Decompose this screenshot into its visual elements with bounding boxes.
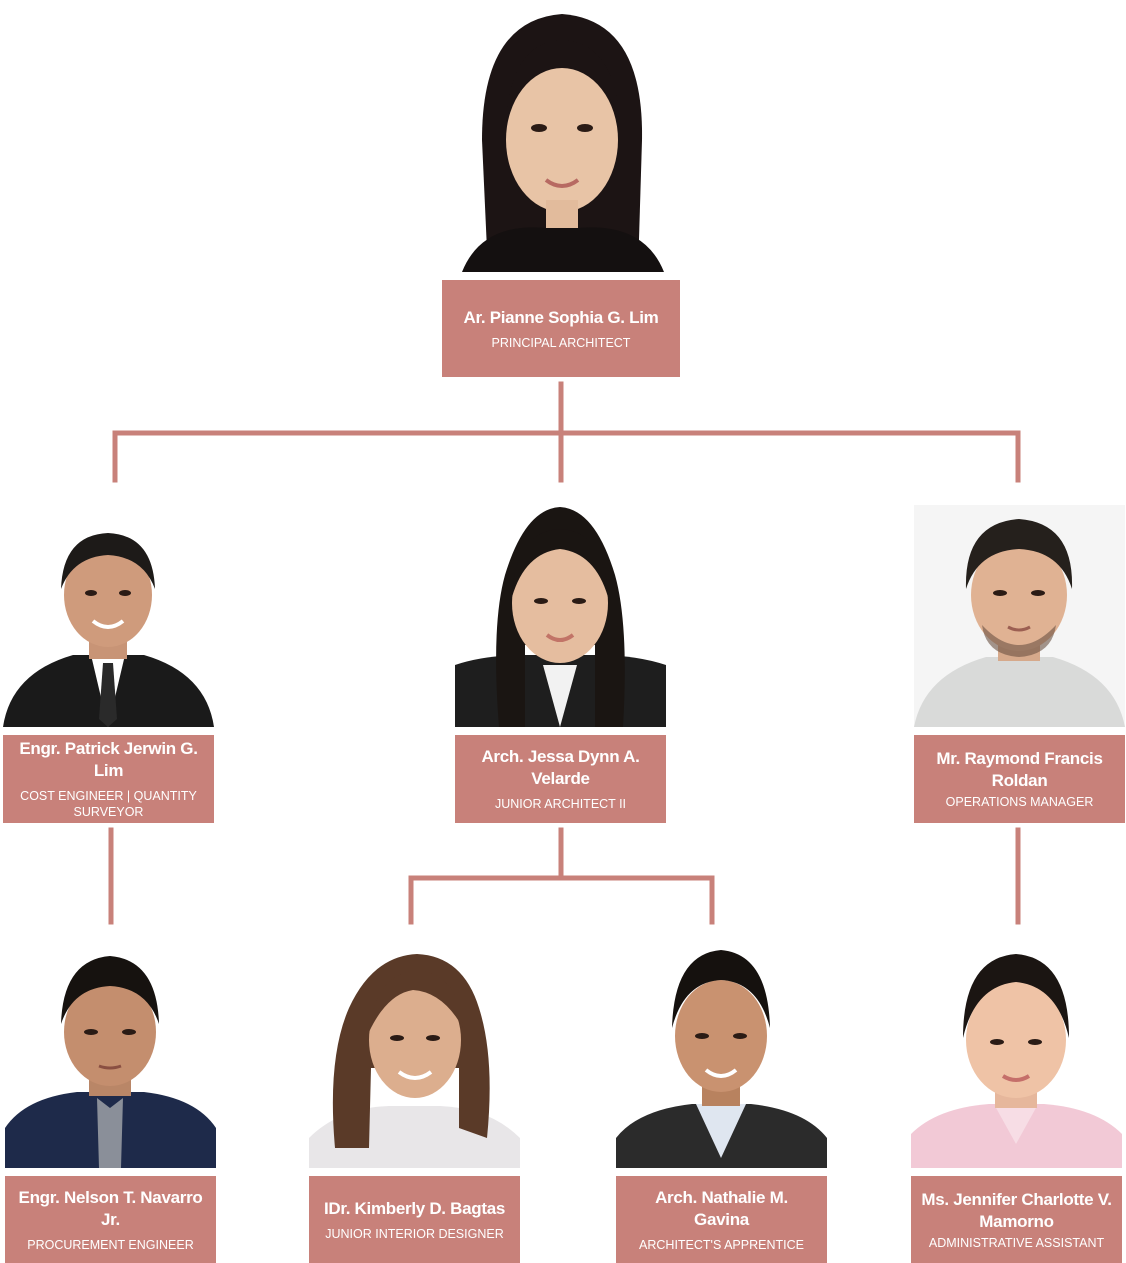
org-node-jessa: Arch. Jessa Dynn A. Velarde JUNIOR ARCHI… — [455, 505, 666, 823]
org-node-jennifer: Ms. Jennifer Charlotte V. Mamorno ADMINI… — [911, 948, 1122, 1263]
org-node-patrick: Engr. Patrick Jerwin G. Lim COST ENGINEE… — [3, 505, 214, 823]
person-name: Engr. Nelson T. Navarro Jr. — [18, 1187, 203, 1229]
person-card: Arch. Nathalie M. Gavina ARCHITECT'S APP… — [616, 1176, 827, 1263]
person-name: Engr. Patrick Jerwin G. Lim — [19, 739, 198, 780]
portrait-photo — [5, 948, 216, 1168]
org-node-nathalie: Arch. Nathalie M. Gavina ARCHITECT'S APP… — [616, 948, 827, 1263]
portrait-photo — [616, 948, 827, 1168]
portrait-photo — [442, 0, 683, 272]
person-card: Engr. Nelson T. Navarro Jr. PROCUREMENT … — [5, 1176, 216, 1263]
person-name: Arch. Jessa Dynn A. Velarde — [481, 747, 640, 788]
person-name: Arch. Nathalie M. Gavina — [655, 1187, 788, 1229]
person-card: Mr. Raymond Francis Roldan OPERATIONS MA… — [914, 735, 1125, 823]
person-role: PROCUREMENT ENGINEER — [27, 1237, 194, 1252]
org-node-raymond: Mr. Raymond Francis Roldan OPERATIONS MA… — [914, 505, 1125, 823]
org-node-nelson: Engr. Nelson T. Navarro Jr. PROCUREMENT … — [5, 948, 216, 1263]
person-name: Ms. Jennifer Charlotte V. Mamorno — [921, 1189, 1112, 1231]
person-role: ARCHITECT'S APPRENTICE — [639, 1237, 804, 1252]
portrait-photo — [3, 505, 214, 727]
portrait-photo — [309, 948, 520, 1168]
portrait-photo — [914, 505, 1125, 727]
person-role: COST ENGINEER | QUANTITY SURVEYOR — [20, 789, 197, 819]
person-role: ADMINISTRATIVE ASSISTANT — [928, 1235, 1105, 1250]
person-name: Ar. Pianne Sophia G. Lim — [463, 307, 659, 327]
person-card: Ms. Jennifer Charlotte V. Mamorno ADMINI… — [911, 1176, 1122, 1263]
person-card: Engr. Patrick Jerwin G. Lim COST ENGINEE… — [3, 735, 214, 823]
person-role: PRINCIPAL ARCHITECT — [491, 335, 631, 350]
portrait-photo — [455, 505, 666, 727]
portrait-photo — [911, 948, 1122, 1168]
person-role: OPERATIONS MANAGER — [945, 795, 1094, 809]
person-card: IDr. Kimberly D. Bagtas JUNIOR INTERIOR … — [309, 1176, 520, 1263]
person-role: JUNIOR ARCHITECT II — [494, 797, 627, 811]
org-node-kimberly: IDr. Kimberly D. Bagtas JUNIOR INTERIOR … — [309, 948, 520, 1263]
org-node-pianne: Ar. Pianne Sophia G. Lim PRINCIPAL ARCHI… — [442, 0, 683, 377]
person-name: Mr. Raymond Francis Roldan — [936, 749, 1103, 790]
person-name: IDr. Kimberly D. Bagtas — [323, 1198, 506, 1218]
person-card: Arch. Jessa Dynn A. Velarde JUNIOR ARCHI… — [455, 735, 666, 823]
person-role: JUNIOR INTERIOR DESIGNER — [325, 1226, 504, 1241]
person-card: Ar. Pianne Sophia G. Lim PRINCIPAL ARCHI… — [442, 280, 680, 377]
